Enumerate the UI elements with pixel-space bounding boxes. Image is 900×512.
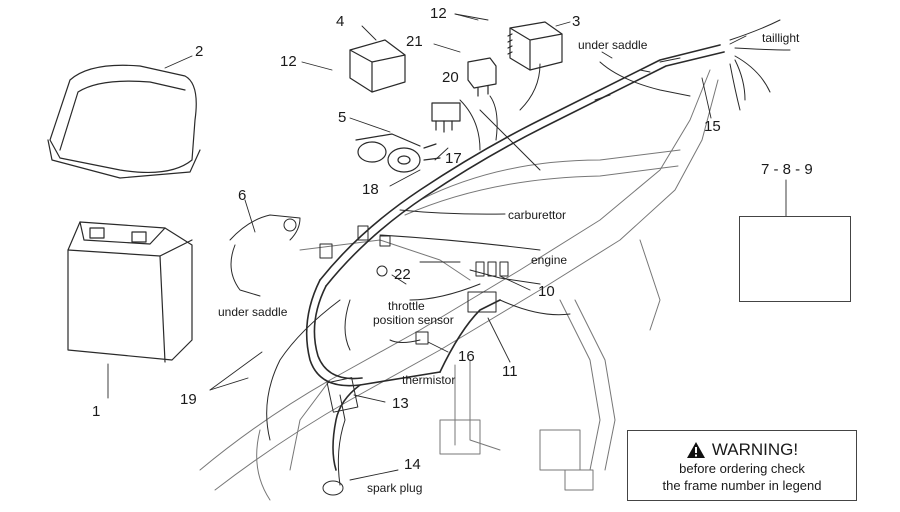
warning-heading: WARNING! — [628, 440, 856, 460]
label-taillight: taillight — [762, 31, 800, 45]
warning-box: WARNING! before ordering check the frame… — [627, 430, 857, 501]
battery-cover — [47, 64, 201, 179]
callout-6: 6 — [238, 187, 247, 204]
callout-21: 21 — [406, 33, 423, 50]
callout-19: 19 — [180, 391, 197, 408]
callout-3: 3 — [572, 13, 581, 30]
battery — [67, 221, 193, 363]
control-module — [349, 39, 406, 93]
regulator — [507, 21, 563, 71]
wiring-harness — [305, 44, 725, 471]
label-position-sensor: position sensor — [373, 313, 454, 327]
callout-7-8-9: 7 - 8 - 9 — [761, 161, 813, 178]
label-carburettor: carburettor — [508, 208, 567, 222]
callout-18: 18 — [362, 181, 379, 198]
connector-block — [431, 102, 461, 133]
callout-4: 4 — [336, 13, 345, 30]
branch-wires — [229, 19, 791, 496]
callout-10: 10 — [538, 283, 555, 300]
label-under-saddle-top: under saddle — [578, 38, 648, 52]
callout-14: 14 — [404, 456, 421, 473]
callout-22: 22 — [394, 266, 411, 283]
ignition-switch — [355, 133, 441, 173]
callout-1: 1 — [92, 403, 101, 420]
warning-triangle-icon — [686, 442, 705, 458]
relay — [467, 57, 497, 97]
label-throttle: throttle — [388, 299, 425, 313]
warning-line-1: before ordering check — [679, 461, 805, 476]
label-engine: engine — [531, 253, 568, 267]
callout-12-left: 12 — [280, 53, 297, 70]
callout-16: 16 — [458, 348, 475, 365]
callout-20: 20 — [442, 69, 459, 86]
leader-lines — [107, 13, 787, 481]
label-under-saddle-left: under saddle — [218, 305, 288, 319]
callout-5: 5 — [338, 109, 347, 126]
label-thermistor: thermistor — [402, 373, 456, 387]
warning-title: WARNING! — [711, 440, 799, 459]
callout-2: 2 — [195, 43, 204, 60]
fuse-inset-box — [739, 216, 851, 302]
callout-17: 17 — [445, 150, 462, 167]
callout-15: 15 — [704, 118, 721, 135]
warning-line-2: the frame number in legend — [662, 478, 822, 493]
callout-11: 11 — [502, 363, 518, 380]
callout-13: 13 — [392, 395, 409, 412]
label-spark-plug: spark plug — [367, 481, 423, 495]
callout-12-top: 12 — [430, 5, 447, 22]
frame — [199, 69, 719, 501]
